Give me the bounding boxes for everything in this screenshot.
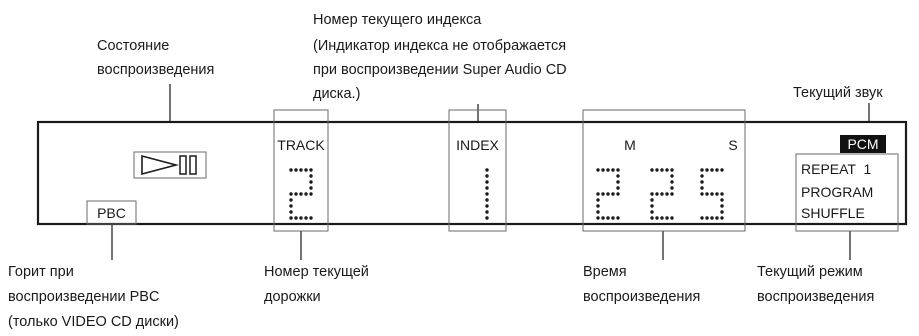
display-panel-frame bbox=[36, 120, 908, 226]
play-mode-callout: Текущий режим воспроизведения bbox=[757, 264, 874, 305]
playback-status-line-2: воспроизведения bbox=[97, 62, 214, 78]
current-sound-callout: Текущий звук bbox=[793, 85, 883, 101]
time-callout-line-2: воспроизведения bbox=[583, 289, 700, 305]
mode-program: PROGRAM bbox=[801, 184, 873, 200]
pause-bar-left-icon bbox=[179, 155, 187, 175]
play-pause-frame bbox=[133, 151, 207, 179]
track-callout-line-2: дорожки bbox=[264, 289, 321, 305]
mode-callout-line-1: Текущий режим bbox=[757, 264, 863, 280]
time-callout-line-1: Время bbox=[583, 264, 627, 280]
index-digits bbox=[485, 168, 489, 220]
pbc-label: PBC bbox=[97, 205, 126, 221]
pbc-callout-line-3: (только VIDEO CD диски) bbox=[8, 314, 179, 330]
index-callout-line-3: при воспроизведении Super Audio CD bbox=[313, 62, 567, 78]
track-digits bbox=[289, 168, 313, 220]
index-label: INDEX bbox=[456, 137, 499, 153]
index-frame bbox=[448, 109, 507, 232]
digit-2 bbox=[596, 168, 620, 220]
pbc-callout-line-2: воспроизведении PBC bbox=[8, 289, 159, 305]
index-callout-line-1: Номер текущего индекса bbox=[313, 12, 482, 28]
play-pause-indicator bbox=[133, 151, 207, 179]
pause-bar-right-icon bbox=[189, 155, 197, 175]
play-mode-frame bbox=[795, 153, 899, 232]
playback-status-callout: Состояние воспроизведения bbox=[97, 38, 214, 78]
playback-time-callout: Время воспроизведения bbox=[583, 264, 700, 305]
digit-2 bbox=[289, 168, 313, 220]
digit-2 bbox=[650, 168, 674, 220]
digit-5 bbox=[700, 168, 724, 220]
time-minutes-label: M bbox=[624, 137, 636, 153]
track-label: TRACK bbox=[277, 137, 325, 153]
digit-1 bbox=[485, 168, 489, 220]
playback-status-line-1: Состояние bbox=[97, 38, 169, 54]
index-callout-line-4: диска.) bbox=[313, 86, 360, 102]
pbc-callout: Горит при воспроизведении PBC (только VI… bbox=[8, 264, 179, 330]
time-digits bbox=[596, 168, 724, 220]
time-frame bbox=[582, 109, 746, 232]
mode-shuffle: SHUFFLE bbox=[801, 205, 865, 221]
play-icon bbox=[141, 154, 180, 176]
pbc-frame bbox=[86, 200, 137, 225]
track-frame bbox=[273, 109, 329, 232]
index-callout-line-2: (Индикатор индекса не отображается bbox=[313, 38, 566, 54]
mode-repeat: REPEAT 1 bbox=[801, 161, 872, 177]
current-sound-line-1: Текущий звук bbox=[793, 85, 883, 101]
track-number-callout: Номер текущей дорожки bbox=[264, 264, 373, 305]
pcm-badge bbox=[840, 135, 886, 153]
index-number-callout: Номер текущего индекса (Индикатор индекс… bbox=[313, 12, 571, 102]
pcm-badge-text: PCM bbox=[847, 136, 878, 152]
time-seconds-label: S bbox=[728, 137, 737, 153]
mode-callout-line-2: воспроизведения bbox=[757, 289, 874, 305]
pbc-callout-line-1: Горит при bbox=[8, 264, 74, 280]
track-callout-line-1: Номер текущей bbox=[264, 264, 369, 280]
